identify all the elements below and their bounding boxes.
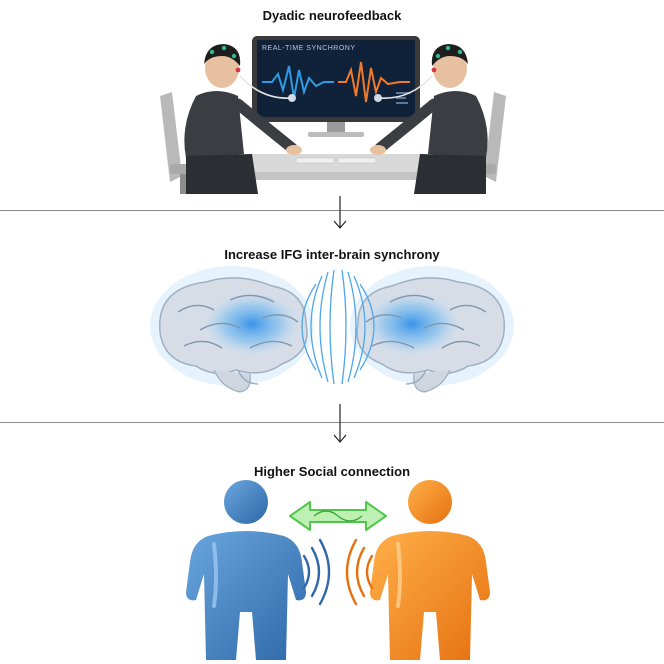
sound-wave-icon: [304, 540, 372, 604]
person-right-icon: [370, 480, 490, 660]
divider-1: [0, 210, 664, 211]
down-arrow-2: [333, 404, 347, 444]
person-left-icon: [186, 480, 306, 660]
arrow-down-icon: [333, 196, 347, 230]
inter-brain-synchrony-illustration: [0, 266, 664, 406]
arrow-down-icon: [333, 404, 347, 444]
down-arrow-1: [333, 196, 347, 230]
brain-left-icon: [150, 266, 314, 392]
social-connection-illustration: [0, 478, 664, 660]
divider-2: [0, 422, 664, 423]
panel-2-title: Increase IFG inter-brain synchrony: [0, 247, 664, 262]
panel-1-title: Dyadic neurofeedback: [0, 8, 664, 23]
screen-label: REAL-TIME SYNCHRONY: [262, 45, 356, 52]
double-arrow-icon: [290, 502, 386, 530]
dyadic-neurofeedback-illustration: REAL-TIME SYNCHRONY: [0, 26, 664, 194]
panel-3-title: Higher Social connection: [0, 464, 664, 479]
